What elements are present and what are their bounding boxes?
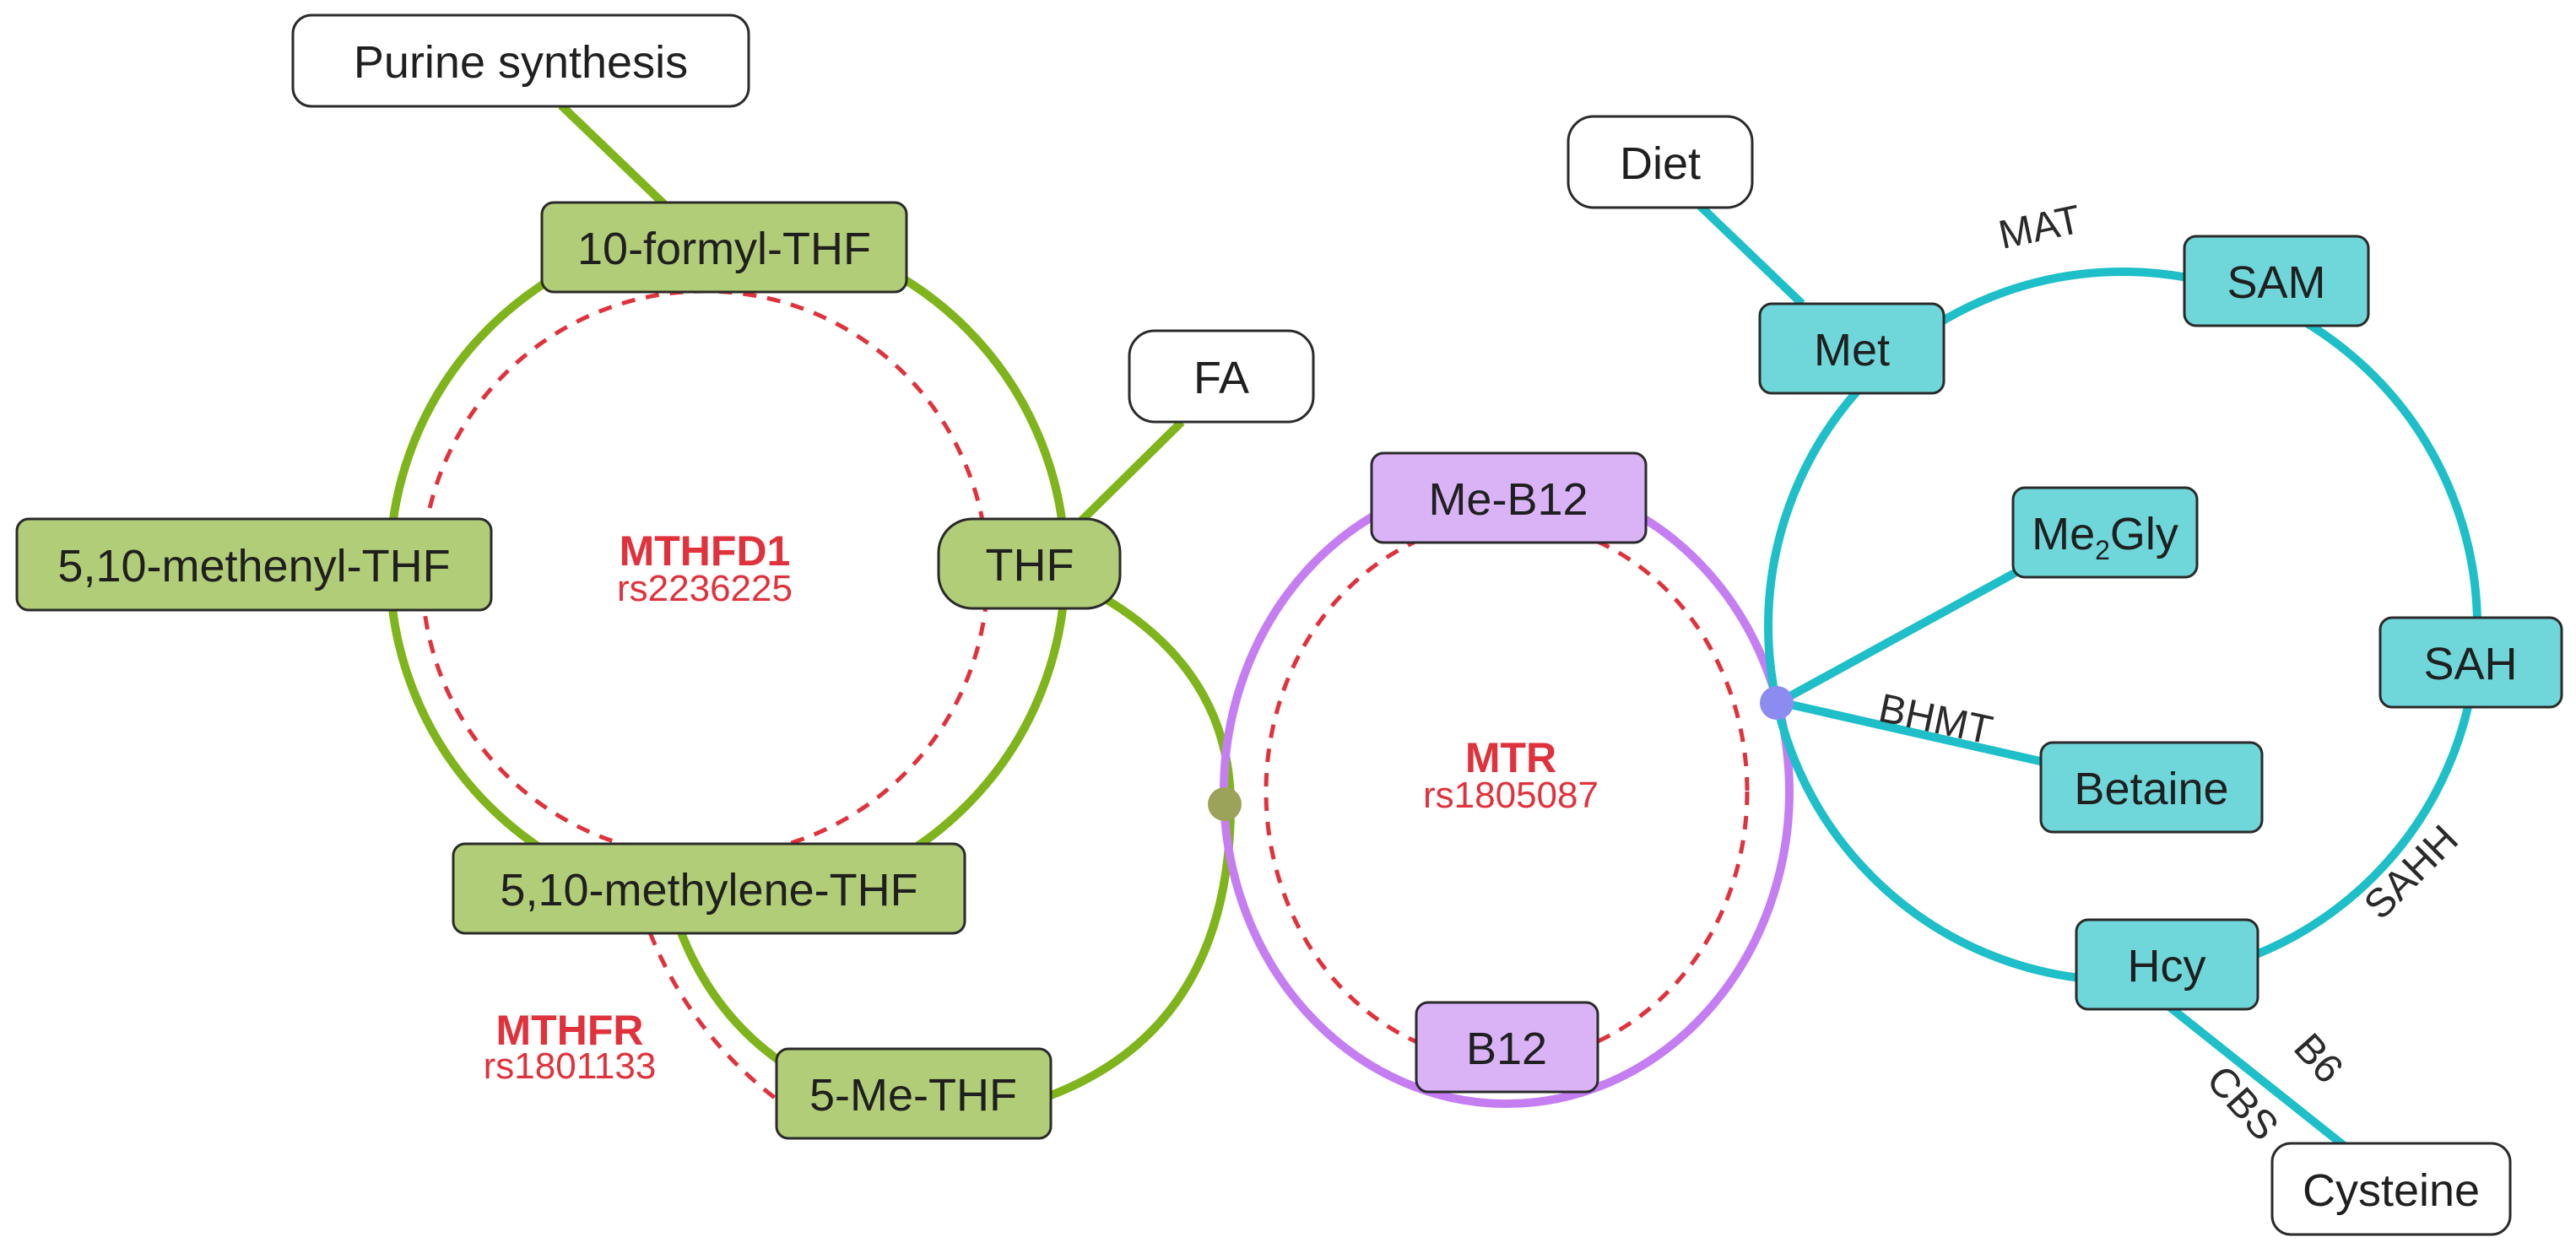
mtr-snp-label: rs1805087 [1423, 775, 1599, 816]
diet-connector [1693, 199, 1805, 307]
5-10-methylene-thf-node: 5,10-methylene-THF [452, 842, 966, 935]
me2gly-connector [1777, 544, 2062, 706]
sah-node: SAH [2378, 616, 2563, 709]
mthfr-snp-label: rs1801133 [484, 1045, 657, 1087]
hcy-node: Hcy [2075, 918, 2259, 1011]
b12-label: B12 [1466, 1024, 1547, 1074]
sah-label: SAH [2423, 639, 2517, 689]
me2gly-label: Me2Gly [2032, 509, 2178, 565]
fa-label: FA [1193, 353, 1249, 403]
cbs-enzyme-label: CBS [2198, 1057, 2286, 1149]
me-b12-label: Me-B12 [1428, 474, 1588, 525]
5-10-methylene-thf-label: 5,10-methylene-THF [500, 865, 917, 916]
5-me-thf-node: 5-Me-THF [775, 1047, 1053, 1140]
b12-methionine-junction [1760, 686, 1794, 720]
hcy-label: Hcy [2128, 941, 2206, 991]
betaine-label: Betaine [2074, 764, 2228, 814]
diet-node: Diet [1567, 115, 1754, 209]
mtr-gene-label: MTR [1465, 734, 1556, 781]
fa-node: FA [1128, 329, 1315, 424]
5-10-methenyl-thf-node: 5,10-methenyl-THF [15, 517, 493, 612]
bhmt-enzyme-label: BHMT [1875, 686, 1996, 754]
10-formyl-thf-label: 10-formyl-THF [577, 224, 871, 274]
betaine-connector [1778, 698, 2053, 768]
cysteine-connector [2157, 997, 2350, 1151]
sam-node: SAM [2183, 235, 2370, 327]
met-label: Met [1814, 325, 1890, 375]
thf-to-methyl-thf-loop [1045, 595, 1236, 1101]
b12-node: B12 [1415, 1001, 1599, 1094]
thf-node: THF [937, 517, 1122, 610]
5-10-methenyl-thf-label: 5,10-methenyl-THF [57, 541, 450, 592]
purine-synthesis-label: Purine synthesis [354, 37, 688, 88]
met-node: Met [1758, 302, 1946, 395]
10-formyl-thf-node: 10-formyl-THF [540, 201, 908, 294]
mthfr-gene-label: MTHFR [496, 1007, 644, 1054]
fa-connector [1062, 419, 1185, 540]
mthfd1-snp-label: rs2236225 [617, 568, 793, 609]
b6-enzyme-label: B6 [2285, 1025, 2351, 1092]
mthfr-dashed-arc [647, 932, 787, 1108]
folate-b12-junction [1208, 787, 1242, 821]
purine-synthesis-node: Purine synthesis [291, 14, 750, 108]
purine-connector [558, 102, 670, 210]
betaine-node: Betaine [2039, 741, 2264, 834]
sam-label: SAM [2227, 257, 2325, 308]
5-me-thf-label: 5-Me-THF [809, 1070, 1017, 1121]
diet-label: Diet [1620, 138, 1701, 189]
me2gly-node: Me2Gly [2011, 486, 2199, 579]
mat-enzyme-label: MAT [1994, 197, 2085, 258]
me-b12-node: Me-B12 [1370, 451, 1648, 544]
mthfd1-gene-label: MTHFD1 [620, 527, 791, 575]
thf-label: THF [986, 540, 1074, 591]
cysteine-label: Cysteine [2303, 1165, 2480, 1216]
cysteine-node: Cysteine [2270, 1142, 2512, 1236]
